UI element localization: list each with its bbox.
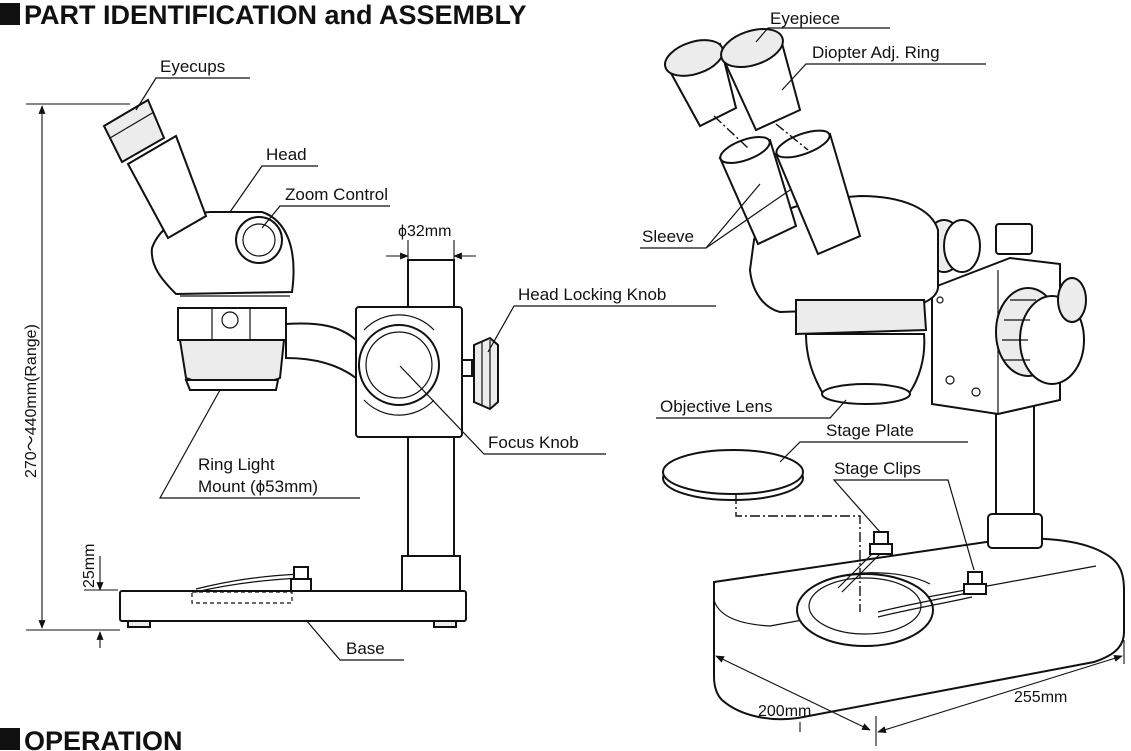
label-ring-light-line2-text: Mount (ϕ53mm) bbox=[198, 477, 318, 496]
label-pillar-diameter-text: ϕ32mm bbox=[398, 223, 451, 240]
perspective-sleeves bbox=[718, 129, 862, 256]
label-zoom-control-text: Zoom Control bbox=[285, 185, 388, 204]
label-sleeve-text: Sleeve bbox=[642, 227, 694, 246]
dimension-base-height: 25mm bbox=[81, 544, 118, 648]
dimension-base-width: 255mm bbox=[875, 640, 1125, 746]
label-eyepiece-text: Eyepiece bbox=[770, 9, 840, 28]
label-zoom-control: Zoom Control bbox=[261, 185, 390, 229]
label-base-text: Base bbox=[346, 639, 385, 658]
label-pillar-diameter: ϕ32mm bbox=[386, 223, 476, 262]
label-sleeve: Sleeve bbox=[640, 183, 791, 249]
side-focus-knob-drawing bbox=[358, 314, 440, 416]
side-view-microscope bbox=[102, 98, 499, 628]
perspective-stage-plate bbox=[662, 449, 861, 612]
label-eyecups-text: Eyecups bbox=[160, 57, 225, 76]
label-eyecups: Eyecups bbox=[135, 57, 250, 111]
perspective-focus-knob bbox=[995, 277, 1087, 385]
dimension-base-height-text: 25mm bbox=[81, 544, 98, 588]
side-eyepiece-tube bbox=[102, 98, 208, 240]
label-focus-knob: Focus Knob bbox=[399, 365, 606, 455]
label-head-locking-knob: Head Locking Knob bbox=[487, 285, 716, 353]
side-head-body bbox=[150, 211, 295, 391]
section-heading-part-identification: PART IDENTIFICATION and ASSEMBLY bbox=[0, 0, 527, 30]
side-head-locking-knob-drawing bbox=[461, 336, 499, 411]
label-stage-clips-text: Stage Clips bbox=[834, 459, 921, 478]
label-stage-plate: Stage Plate bbox=[779, 421, 968, 463]
heading-text-part-identification: PART IDENTIFICATION and ASSEMBLY bbox=[24, 0, 527, 30]
perspective-head bbox=[748, 194, 939, 405]
dimension-base-width-text: 255mm bbox=[1014, 689, 1067, 706]
label-objective-lens: Objective Lens bbox=[656, 397, 847, 419]
side-base bbox=[119, 566, 467, 628]
label-diopter-adj-ring-text: Diopter Adj. Ring bbox=[812, 43, 940, 62]
label-base: Base bbox=[305, 619, 404, 661]
section-heading-operation: OPERATION bbox=[0, 726, 183, 751]
label-stage-clips: Stage Clips bbox=[832, 459, 975, 571]
dimension-height-range: 270～440mm(Range) bbox=[23, 103, 130, 631]
dimension-base-depth: 200mm bbox=[713, 642, 871, 732]
dimension-height-range-text: 270～440mm(Range) bbox=[23, 324, 40, 478]
label-objective-lens-text: Objective Lens bbox=[660, 397, 772, 416]
label-eyepiece: Eyepiece bbox=[755, 9, 890, 43]
perspective-microscope bbox=[662, 28, 1125, 721]
label-ring-light-line1-text: Ring Light bbox=[198, 455, 275, 474]
label-stage-plate-text: Stage Plate bbox=[826, 421, 914, 440]
label-diopter-adj-ring: Diopter Adj. Ring bbox=[781, 43, 986, 91]
dimension-base-depth-text: 200mm bbox=[758, 703, 811, 720]
side-pillar bbox=[401, 259, 461, 592]
label-focus-knob-text: Focus Knob bbox=[488, 433, 579, 452]
label-ring-light-mount: Ring Light Mount (ϕ53mm) bbox=[158, 389, 360, 499]
label-head-locking-knob-text: Head Locking Knob bbox=[518, 285, 666, 304]
label-head-text: Head bbox=[266, 145, 307, 164]
perspective-eyepieces bbox=[664, 28, 809, 151]
perspective-pillar bbox=[987, 223, 1043, 549]
label-head: Head bbox=[229, 145, 318, 213]
heading-text-operation: OPERATION bbox=[24, 726, 183, 751]
